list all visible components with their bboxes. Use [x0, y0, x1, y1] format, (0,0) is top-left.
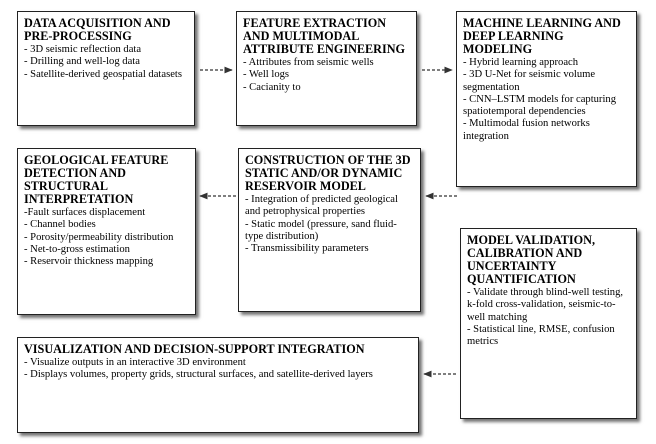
box-title: CONSTRUCTION OF THE 3D STATIC AND/OR DYN…: [245, 153, 411, 193]
list-item: - Net-to-gross estimation: [24, 243, 130, 255]
list-item: - Cacianity to: [243, 81, 301, 93]
list-item: - Displays volumes, property grids, stru…: [24, 369, 373, 381]
box-geological-detection: GEOLOGICAL FEATURE DETECTION AND STRUCTU…: [17, 148, 196, 315]
box-title: MACHINE LEARNING AND DEEP LEARNING MODEL…: [463, 16, 621, 56]
box-title: FEATURE EXTRACTION AND MULTIMODAL ATTRIB…: [243, 16, 405, 56]
list-item: - Reservoir thickness mapping: [24, 256, 154, 268]
box-feature-extraction: FEATURE EXTRACTION AND MULTIMODAL ATTRIB…: [236, 11, 417, 126]
box-title: GEOLOGICAL FEATURE DETECTION AND STRUCTU…: [24, 153, 169, 206]
box-title: DATA ACQUISITION AND PRE-PROCESSING: [24, 16, 171, 43]
list-item: - Validate through blind-well testing, k…: [467, 287, 624, 323]
list-item: - Multimodal fusion networks integration: [463, 118, 590, 142]
list-item: - Well logs: [243, 69, 290, 81]
box-items: - Integration of predicted geological an…: [245, 194, 414, 255]
list-item: - 3D seismic reflection data: [24, 44, 142, 55]
box-ml-modeling: MACHINE LEARNING AND DEEP LEARNING MODEL…: [456, 11, 637, 187]
list-item: - CNN–LSTM models for capturing spatiote…: [463, 93, 616, 118]
box-items: - 3D seismic reflection data - Drilling …: [24, 44, 188, 81]
list-item: - Statistical line, RMSE, confusion metr…: [467, 323, 615, 348]
box-items: - Hybrid learning approach - 3D U-Net fo…: [463, 57, 630, 143]
box-items: -Fault surfaces displacement - Channel b…: [24, 207, 189, 268]
list-item: -Fault surfaces displacement: [24, 207, 146, 218]
box-title: MODEL VALIDATION, CALIBRATION AND UNCERT…: [467, 233, 595, 286]
list-item: - Porosity/permeability distribution: [24, 231, 174, 243]
box-visualization: VISUALIZATION AND DECISION-SUPPORT INTEG…: [17, 337, 419, 433]
list-item: - 3D U-Net for seismic volume segmentati…: [463, 69, 596, 93]
list-item: - Integration of predicted geological an…: [245, 194, 398, 218]
list-item: - Drilling and well-log data: [24, 56, 140, 68]
box-items: - Validate through blind-well testing, k…: [467, 287, 630, 348]
box-title: VISUALIZATION AND DECISION-SUPPORT INTEG…: [24, 342, 365, 356]
box-reservoir-model: CONSTRUCTION OF THE 3D STATIC AND/OR DYN…: [238, 148, 421, 312]
box-items: - Attributes from seismic wells - Well l…: [243, 57, 410, 94]
list-item: - Channel bodies: [24, 219, 96, 231]
box-model-validation: MODEL VALIDATION, CALIBRATION AND UNCERT…: [460, 228, 637, 419]
list-item: - Transmissibility parameters: [245, 243, 369, 255]
list-item: - Visualize outputs in an interactive 3D…: [24, 357, 246, 368]
box-data-acquisition: DATA ACQUISITION AND PRE-PROCESSING - 3D…: [17, 11, 195, 126]
list-item: - Attributes from seismic wells: [243, 57, 374, 68]
list-item: - Hybrid learning approach: [463, 57, 579, 68]
box-items: - Visualize outputs in an interactive 3D…: [24, 357, 412, 382]
list-item: - Satellite-derived geospatial datasets: [24, 68, 182, 80]
list-item: - Static model (pressure, sand fluid-typ…: [245, 218, 397, 242]
